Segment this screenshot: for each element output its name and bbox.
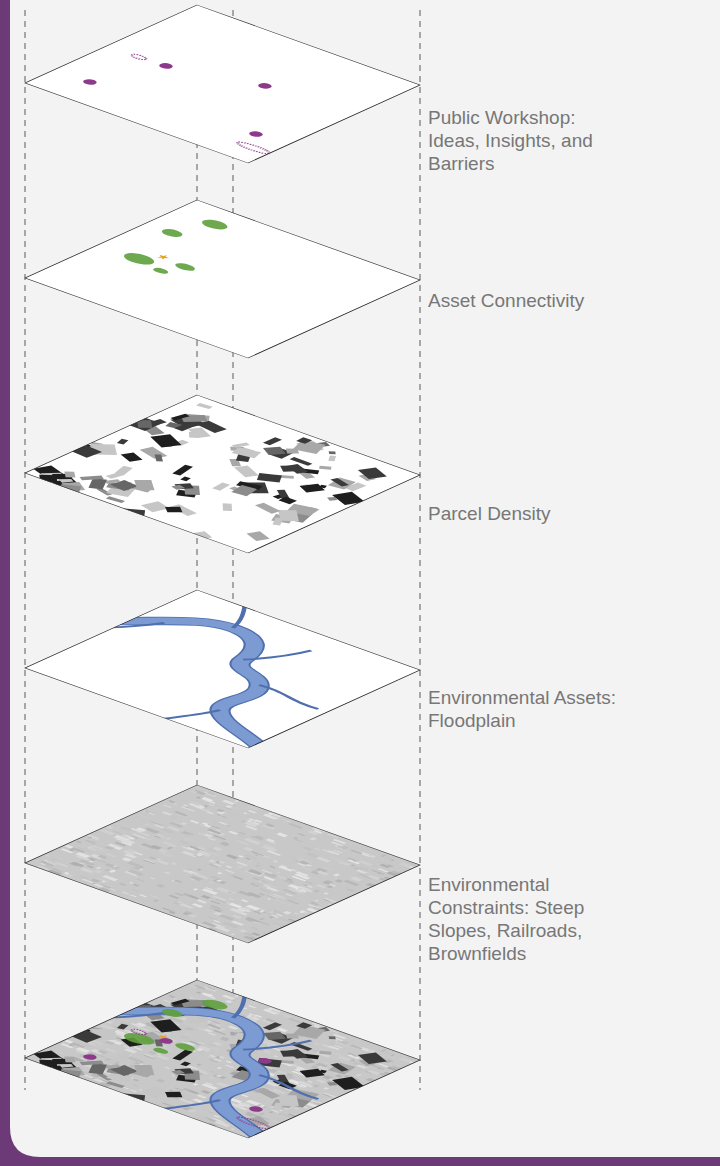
layer-label: Public Workshop: Ideas, Insights, and Ba… (428, 106, 620, 175)
panel-ground (10, 0, 720, 1157)
layer-label: Environmental Assets: Floodplain (428, 686, 620, 732)
layer-label: Parcel Density (428, 502, 620, 525)
map-layer (17, 587, 428, 751)
dashed-guide (420, 10, 421, 1090)
dashed-guide (197, 10, 198, 1090)
map-layer (25, 5, 420, 163)
map-layer (8, 394, 422, 560)
map-layers (7, 5, 434, 1148)
layer-label: Asset Connectivity (428, 289, 620, 312)
map-layer (22, 785, 431, 948)
map-layer (7, 977, 434, 1148)
map-layer (25, 200, 420, 358)
layer-label: Environmental Constraints: Steep Slopes,… (428, 873, 620, 965)
dashed-guide (25, 10, 26, 1090)
dashed-guides (25, 10, 420, 1090)
